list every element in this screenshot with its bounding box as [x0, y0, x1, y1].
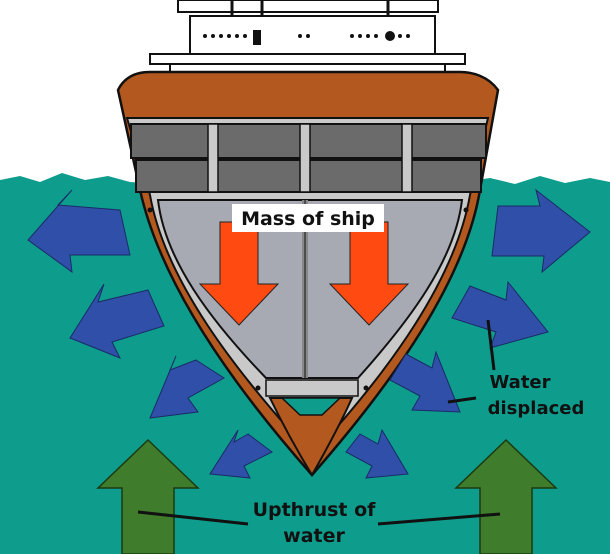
displaced-arrow-right-3	[389, 350, 461, 413]
upthrust-arrows	[96, 438, 558, 554]
displaced-arrow-left-1	[27, 189, 131, 274]
porthole-row-upper	[203, 34, 410, 38]
displaced-arrows	[27, 188, 591, 479]
displaced-arrow-right-2	[451, 280, 549, 349]
upthrust-arrow-left	[96, 438, 200, 554]
water-leader-1	[486, 319, 496, 371]
upthrust-leader-left	[137, 510, 249, 526]
mass-arrows	[198, 221, 410, 326]
mass-arrow-right	[328, 221, 410, 326]
keel-water	[280, 397, 342, 416]
displaced-arrow-right-4	[345, 428, 409, 479]
hull-rivets	[147, 207, 469, 391]
mass-label: Mass of ship	[241, 208, 375, 230]
mass-arrow-left	[198, 221, 280, 326]
upthrust-leader-right	[377, 512, 501, 526]
upthrust-label-line2: water	[283, 525, 345, 547]
upthrust-label-line1: Upthrust of	[253, 499, 377, 521]
upper-door	[253, 30, 261, 45]
upthrust-arrow-right	[454, 438, 558, 554]
displaced-arrow-left-2	[69, 283, 165, 359]
mass-label-box	[232, 204, 384, 232]
water-label-line2: displaced	[488, 398, 585, 419]
displaced-arrow-right-1	[491, 188, 591, 274]
leader-lines	[137, 319, 501, 526]
displaced-arrow-left-3	[149, 355, 225, 419]
keel	[268, 397, 354, 477]
displaced-arrow-left-4	[209, 429, 273, 479]
upper-vent	[385, 31, 395, 41]
water-leader-2	[447, 396, 477, 404]
water-label-line1: Water	[489, 372, 550, 393]
deck-bands	[130, 123, 487, 193]
